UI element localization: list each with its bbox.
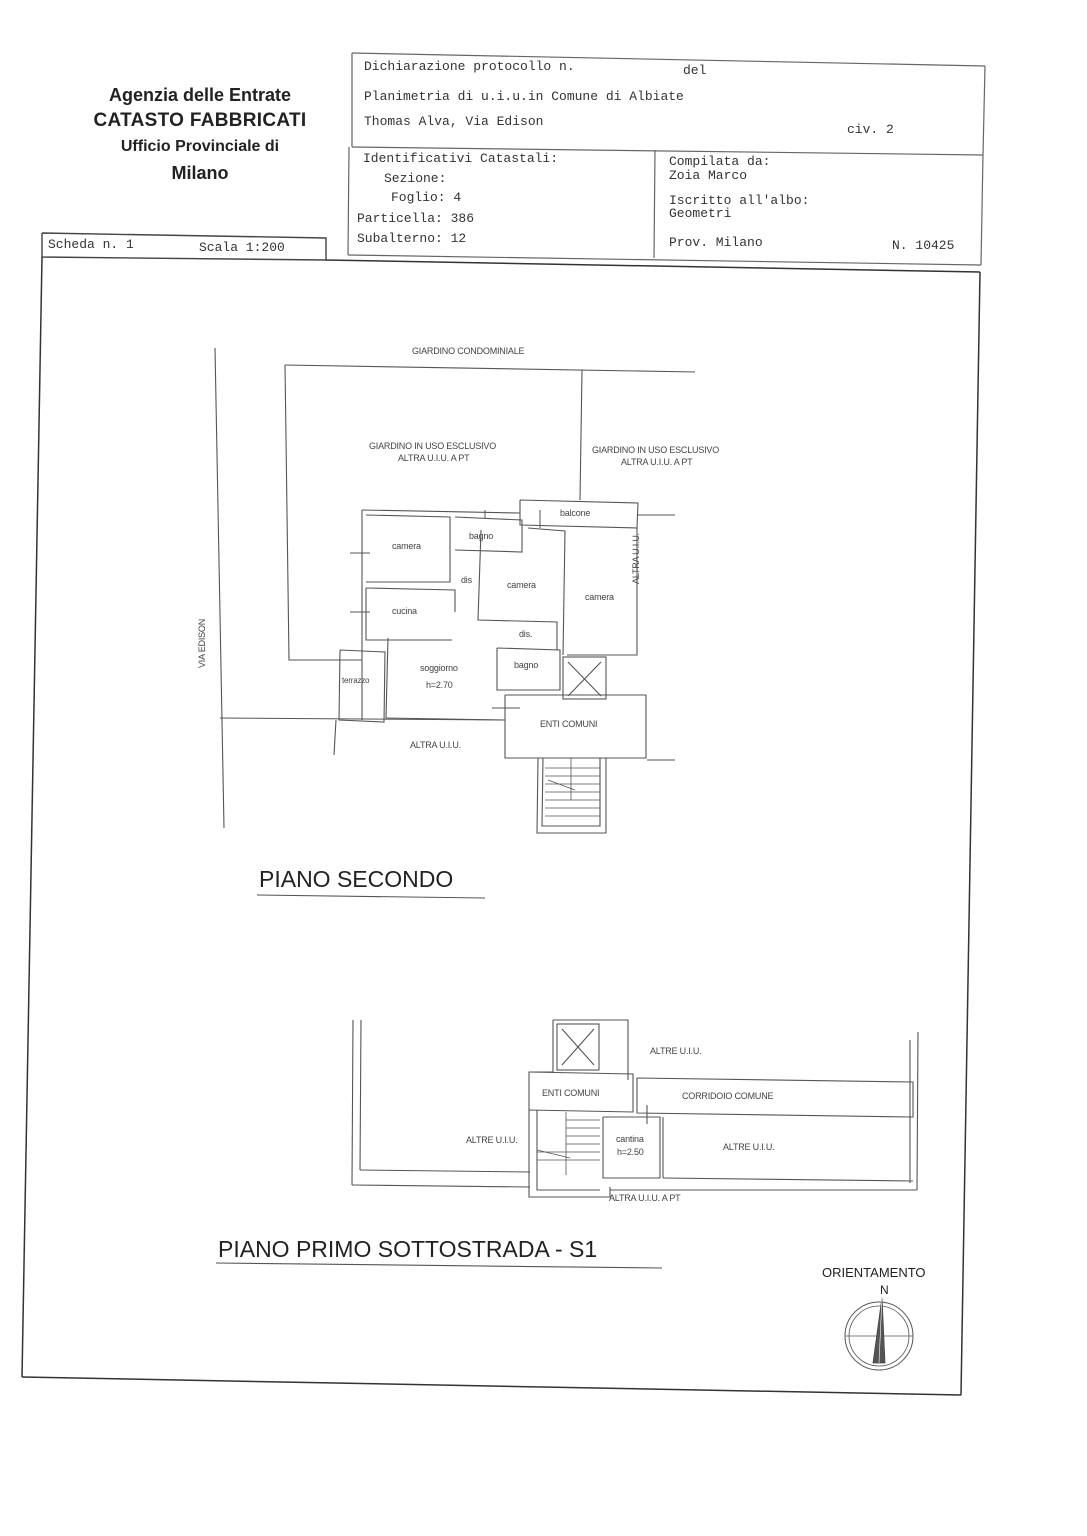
address-label: Thomas Alva, Via Edison xyxy=(364,114,544,129)
label-altre-uiu-left: ALTRE U.I.U. xyxy=(466,1135,518,1145)
floor-title-basement: PIANO PRIMO SOTTOSTRADA - S1 xyxy=(218,1236,598,1262)
foglio-field: Foglio: 4 xyxy=(391,190,462,205)
compilata-title: Compilata da: xyxy=(669,154,771,169)
particella-field: Particella: 386 xyxy=(357,211,475,226)
agency-name: Agenzia delle Entrate xyxy=(108,85,292,105)
label-camera-3: camera xyxy=(585,592,614,602)
label-cantina-height: h=2.50 xyxy=(617,1147,644,1157)
label-giardino-esclusivo-1: GIARDINO IN USO ESCLUSIVO xyxy=(369,441,497,451)
label-giardino-esclusivo-2-sub: ALTRA U.I.U. A PT xyxy=(621,457,693,467)
compilata-name: Zoia Marco xyxy=(669,168,748,183)
del-label: del xyxy=(683,63,707,78)
agency-office: Ufficio Provinciale di xyxy=(120,138,280,155)
scheda-number: Scheda n. 1 xyxy=(48,237,134,252)
subalterno-field: Subalterno: 12 xyxy=(357,231,467,246)
label-giardino-condominiale: GIARDINO CONDOMINIALE xyxy=(412,346,525,356)
label-altra-uiu-bottom: ALTRA U.I.U. xyxy=(410,740,461,750)
sezione-field: Sezione: xyxy=(384,171,447,186)
iscritto-title: Iscritto all'albo: xyxy=(669,193,810,208)
dichiarazione-label: Dichiarazione protocollo n. xyxy=(364,59,575,74)
compass-icon xyxy=(844,1296,914,1371)
label-corridoio-comune: CORRIDOIO COMUNE xyxy=(682,1091,774,1101)
label-dis-1: dis xyxy=(461,575,472,585)
identificativi-title: Identificativi Catastali: xyxy=(363,151,559,166)
label-altra-uiu-apt: ALTRA U.I.U. A PT xyxy=(609,1193,681,1203)
label-dis-2: dis. xyxy=(519,629,533,639)
label-balcone: balcone xyxy=(560,508,591,518)
label-camera-2: camera xyxy=(507,580,536,590)
label-cantina: cantina xyxy=(616,1134,644,1144)
agency-department: CATASTO FABBRICATI xyxy=(93,110,307,131)
province-label: Prov. Milano xyxy=(669,235,763,250)
label-soggiorno-height: h=2.70 xyxy=(426,680,453,690)
label-soggiorno: soggiorno xyxy=(420,663,458,673)
label-enti-comuni: ENTI COMUNI xyxy=(540,719,598,729)
north-label: N xyxy=(880,1283,889,1297)
floor-title-second: PIANO SECONDO xyxy=(259,866,454,892)
label-bagno-2: bagno xyxy=(514,660,539,670)
agency-header: Agenzia delle Entrate CATASTO FABBRICATI… xyxy=(60,82,340,186)
label-bagno-1: bagno xyxy=(469,531,494,541)
label-cucina: cucina xyxy=(392,606,417,616)
label-giardino-esclusivo-1-sub: ALTRA U.I.U. A PT xyxy=(398,453,470,463)
albo-name: Geometri xyxy=(669,206,732,221)
label-terrazzo: terrazzo xyxy=(342,676,370,685)
registration-number: N. 10425 xyxy=(892,238,955,253)
agency-city: Milano xyxy=(171,163,229,183)
planimetria-label: Planimetria di u.i.u.in Comune di Albiat… xyxy=(364,89,684,104)
label-camera-1: camera xyxy=(392,541,421,551)
label-altre-uiu-top: ALTRE U.I.U. xyxy=(650,1046,702,1056)
scale-label: Scala 1:200 xyxy=(199,240,285,255)
label-giardino-esclusivo-2: GIARDINO IN USO ESCLUSIVO xyxy=(592,445,720,455)
label-enti-comuni-s1: ENTI COMUNI xyxy=(542,1088,600,1098)
civic-number: civ. 2 xyxy=(847,122,894,137)
label-altre-uiu-right: ALTRE U.I.U. xyxy=(723,1142,775,1152)
orientation-label: ORIENTAMENTO xyxy=(822,1265,926,1280)
